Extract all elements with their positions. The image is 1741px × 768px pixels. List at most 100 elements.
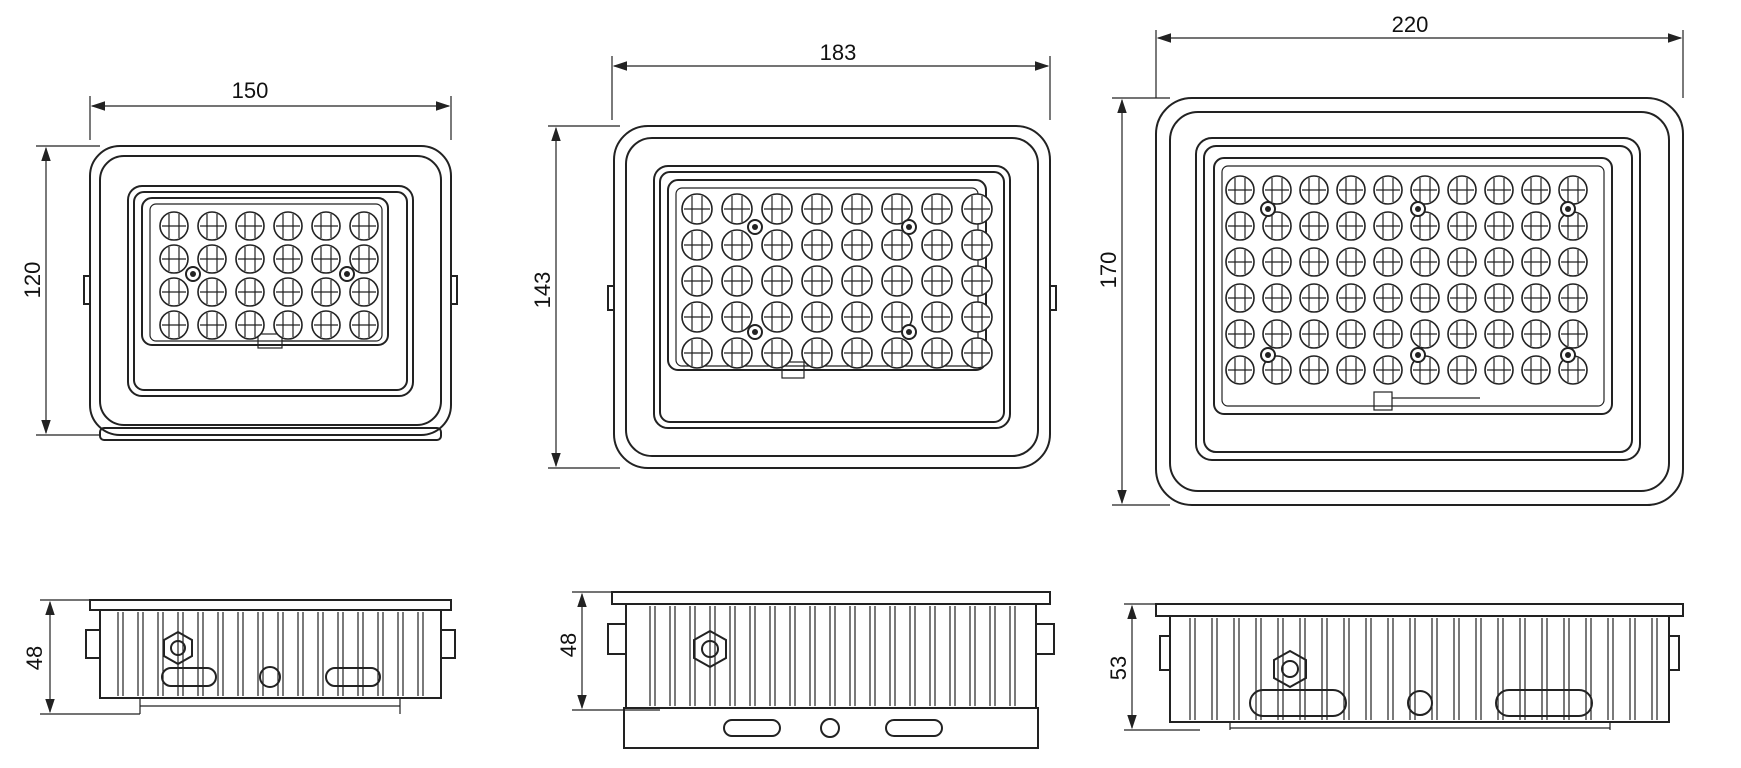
dim-depth-large: 53 [1106,656,1131,680]
led [1225,175,1255,205]
led [1521,175,1551,205]
led [841,265,873,297]
led [1447,319,1477,349]
led [1484,283,1514,313]
led [1299,175,1329,205]
led [1410,211,1440,241]
fin [989,606,996,706]
led [197,310,227,340]
dim-height-small: 120 [20,262,45,299]
led [961,265,993,297]
fin [829,606,836,706]
fin [649,606,656,706]
led [761,301,793,333]
fin [237,612,244,696]
mounting-hole [1560,347,1576,363]
led [1373,319,1403,349]
mounting-hole [747,219,763,235]
led [1299,319,1329,349]
led [921,337,953,369]
led [1262,319,1292,349]
fin [909,606,916,706]
led [197,211,227,241]
led [681,229,713,261]
led [921,265,953,297]
led [349,310,379,340]
mounting-hole [339,266,355,282]
led [159,244,189,274]
led [881,301,913,333]
led [721,193,753,225]
dim-depth-medium: 48 [556,633,581,657]
led [273,211,303,241]
led [349,211,379,241]
side-view-small: 48 [22,599,456,715]
led [801,337,833,369]
led [681,265,713,297]
led [961,229,993,261]
fin [1189,618,1196,720]
fin [669,606,676,706]
led [1484,319,1514,349]
mounting-hole [1260,201,1276,217]
led [961,193,993,225]
led [1521,355,1551,385]
fin [297,612,304,696]
dim-width-medium: 183 [820,40,857,65]
led [349,277,379,307]
fin [749,606,756,706]
led [273,310,303,340]
fin [1585,618,1592,720]
side-view-large: 53 [1106,603,1684,731]
fin [197,612,204,696]
led [1410,247,1440,277]
led [1336,283,1366,313]
front-view-small: 150 120 [20,78,458,441]
led [1447,283,1477,313]
led [311,310,341,340]
led [1447,211,1477,241]
led [1299,355,1329,385]
led [159,310,189,340]
fin [1563,618,1570,720]
led [1373,247,1403,277]
fin [1519,618,1526,720]
front-view-medium: 183 143 [530,40,1057,469]
led [761,193,793,225]
fin [377,612,384,696]
led [1373,283,1403,313]
fin [1255,618,1262,720]
led [1558,283,1588,313]
led [881,265,913,297]
led [1558,211,1588,241]
led [1262,355,1292,385]
mounting-hole [747,324,763,340]
led [1373,175,1403,205]
fin [869,606,876,706]
fin [729,606,736,706]
led [1225,247,1255,277]
fin [1233,618,1240,720]
led [1225,355,1255,385]
led [841,301,873,333]
led [961,301,993,333]
fin [357,612,364,696]
dim-height-large: 170 [1096,252,1121,289]
fin [397,612,404,696]
led [761,265,793,297]
led [841,229,873,261]
fin [317,612,324,696]
led [961,337,993,369]
led [761,229,793,261]
dim-width-large: 220 [1392,12,1429,37]
led [881,193,913,225]
led [311,277,341,307]
led [1336,247,1366,277]
led [921,193,953,225]
side-view-medium: 48 [556,591,1055,749]
led [1299,283,1329,313]
led [1225,319,1255,349]
fin [1343,618,1350,720]
fin [337,612,344,696]
